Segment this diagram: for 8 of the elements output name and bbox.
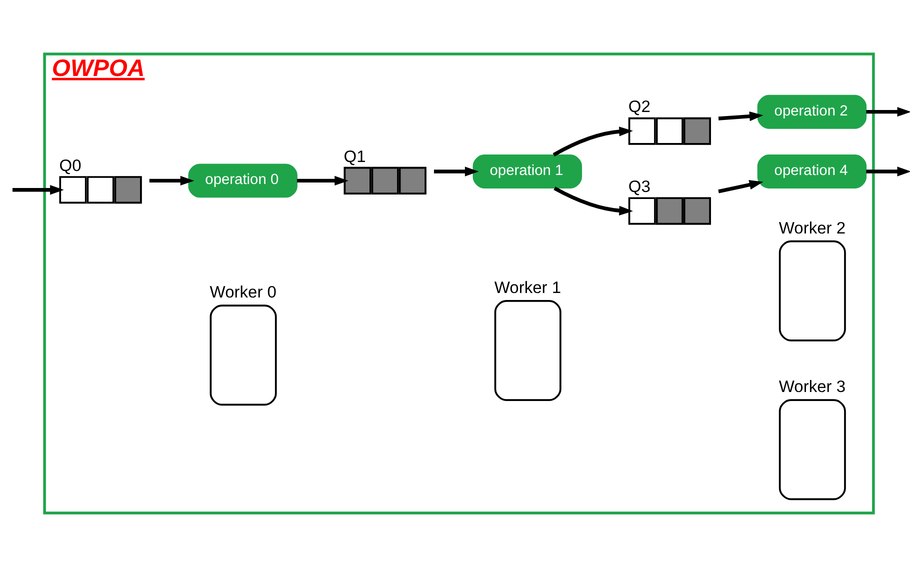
- node-label: Worker 0: [210, 282, 276, 302]
- node-label: Q3: [628, 177, 650, 196]
- node-text: Q0: [59, 156, 82, 175]
- node-label: Q2: [628, 97, 650, 116]
- node-label: Q1: [344, 146, 366, 166]
- node-label: Worker 2: [778, 218, 846, 238]
- node-label: Worker 1: [494, 278, 562, 298]
- node-label: Worker 3: [778, 377, 846, 396]
